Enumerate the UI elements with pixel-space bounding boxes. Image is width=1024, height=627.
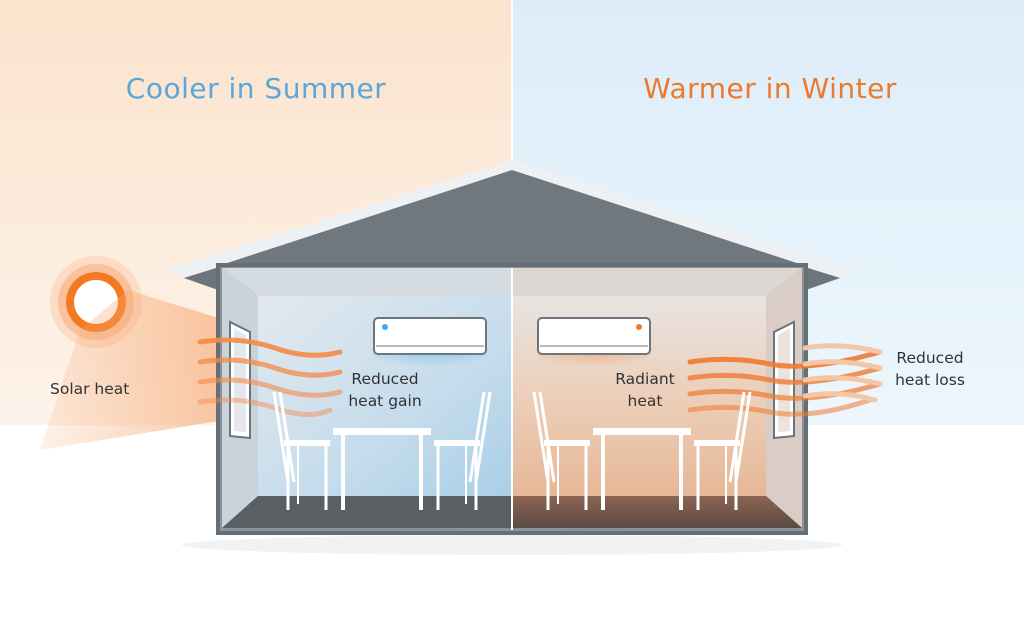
winter-title: Warmer in Winter — [643, 72, 897, 105]
reduced-heat-loss-label: Reduced heat loss — [895, 349, 965, 389]
summer-title: Cooler in Summer — [125, 72, 387, 105]
summer-floor — [222, 496, 512, 528]
air-conditioner-icon — [537, 317, 651, 376]
house — [216, 263, 808, 535]
house-shadow — [182, 535, 842, 555]
reduced-heat-gain-label: Reduced heat gain — [348, 370, 422, 410]
window-icon — [229, 320, 251, 440]
solar-heat-label: Solar heat — [50, 380, 130, 398]
air-conditioner-icon — [373, 317, 487, 376]
table-icon — [333, 428, 431, 510]
reduced-heat-loss-waves — [687, 343, 883, 417]
table-icon — [593, 428, 691, 510]
solar-heat-beam — [40, 290, 225, 450]
reduced-heat-gain-waves — [197, 337, 343, 417]
radiant-heat-label: Radiant heat — [615, 370, 675, 410]
winter-floor — [512, 496, 802, 528]
